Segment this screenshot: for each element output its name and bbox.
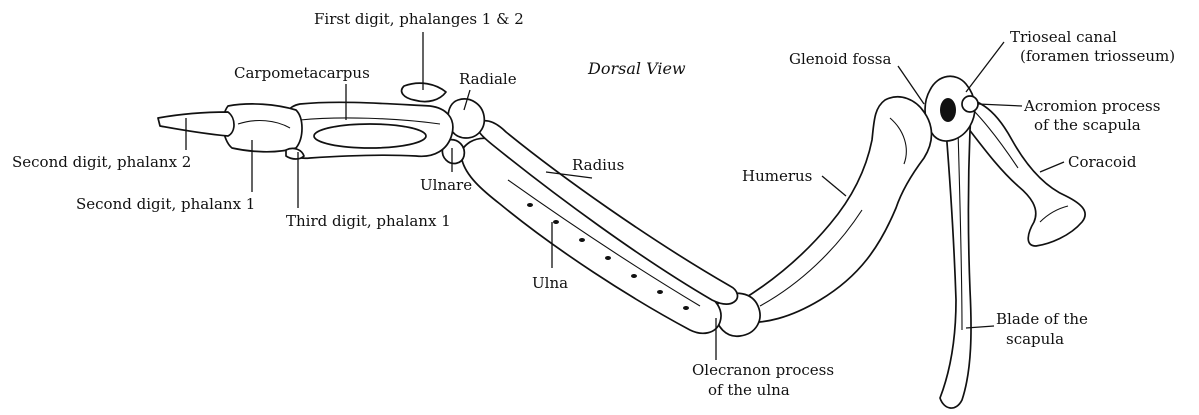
label-trioseal-canal: Trioseal canal: [1010, 28, 1117, 46]
label-second-digit-phalanx2: Second digit, phalanx 2: [12, 153, 191, 171]
label-olecranon-sub: of the ulna: [708, 381, 790, 399]
label-second-digit-phalanx1: Second digit, phalanx 1: [76, 195, 255, 213]
label-ulna: Ulna: [532, 274, 568, 292]
label-acromion: Acromion process: [1023, 97, 1160, 115]
label-blade: Blade of the: [996, 310, 1088, 328]
scapula-blade-bone: [940, 109, 971, 408]
label-humerus: Humerus: [742, 167, 812, 185]
first-digit-bone: [402, 83, 446, 101]
humerus-bone: [735, 97, 931, 323]
carpometacarpus-space: [314, 124, 426, 148]
label-ulnare: Ulnare: [420, 176, 472, 194]
label-blade-sub: scapula: [1006, 330, 1064, 348]
bone-drawing: [158, 76, 1085, 408]
second-digit-phalanx2-bone: [158, 112, 234, 136]
label-acromion-sub: of the scapula: [1034, 116, 1141, 134]
label-third-digit-phalanx1: Third digit, phalanx 1: [286, 212, 451, 230]
label-olecranon: Olecranon process: [692, 361, 834, 379]
label-radiale: Radiale: [459, 70, 517, 88]
label-radius: Radius: [572, 156, 624, 174]
label-glenoid-fossa: Glenoid fossa: [789, 50, 891, 68]
view-title: Dorsal View: [587, 59, 686, 78]
label-coracoid: Coracoid: [1068, 153, 1137, 171]
label-trioseal-canal-sub: (foramen triosseum): [1020, 47, 1175, 65]
second-digit-phalanx1-bone: [223, 104, 302, 152]
acromion-process-bone: [962, 96, 978, 112]
label-carpometacarpus: Carpometacarpus: [234, 64, 370, 82]
label-first-digit: First digit, phalanges 1 & 2: [314, 10, 524, 28]
